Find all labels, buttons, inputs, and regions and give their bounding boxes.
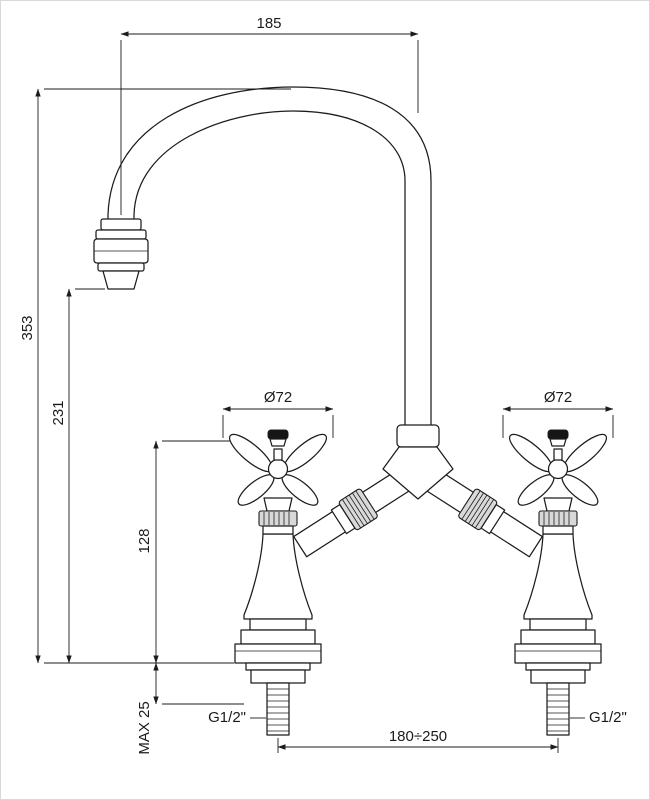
label-left-thread: G1/2": [208, 709, 266, 726]
spout-gooseneck: [107, 86, 432, 427]
label-right-thread: G1/2": [570, 709, 627, 726]
dimension-total-height: 353: [19, 88, 291, 664]
dimension-handle-height: 128: [136, 440, 236, 664]
dim-label-hole-center-distance: 180÷250: [389, 728, 447, 745]
dimension-left-handle-diameter: Ø72: [222, 389, 334, 438]
dim-label-spout-outlet-height: 231: [50, 400, 67, 425]
left-valve-assembly: [224, 428, 332, 736]
dim-label-handle-height: 128: [136, 528, 153, 553]
dimension-right-handle-diameter: Ø72: [502, 389, 614, 438]
dim-label-total-height: 353: [19, 315, 36, 340]
dimension-max-deck-thickness: MAX 25: [44, 662, 244, 755]
dim-label-left-handle-diameter: Ø72: [264, 389, 292, 406]
center-body-junction: [382, 424, 454, 500]
right-valve-assembly: [504, 428, 612, 736]
dimension-hole-center-distance: 180÷250: [277, 728, 559, 753]
dimension-spout-reach: 185: [120, 15, 419, 215]
dimension-spout-outlet-height: 231: [50, 288, 105, 664]
dim-label-right-handle-diameter: Ø72: [544, 389, 572, 406]
dim-label-left-thread: G1/2": [208, 709, 246, 726]
dim-label-max-deck-thickness: MAX 25: [136, 701, 153, 754]
spout-outlet-aerator: [93, 218, 149, 290]
dim-label-right-thread: G1/2": [589, 709, 627, 726]
dim-label-spout-reach: 185: [256, 15, 281, 32]
